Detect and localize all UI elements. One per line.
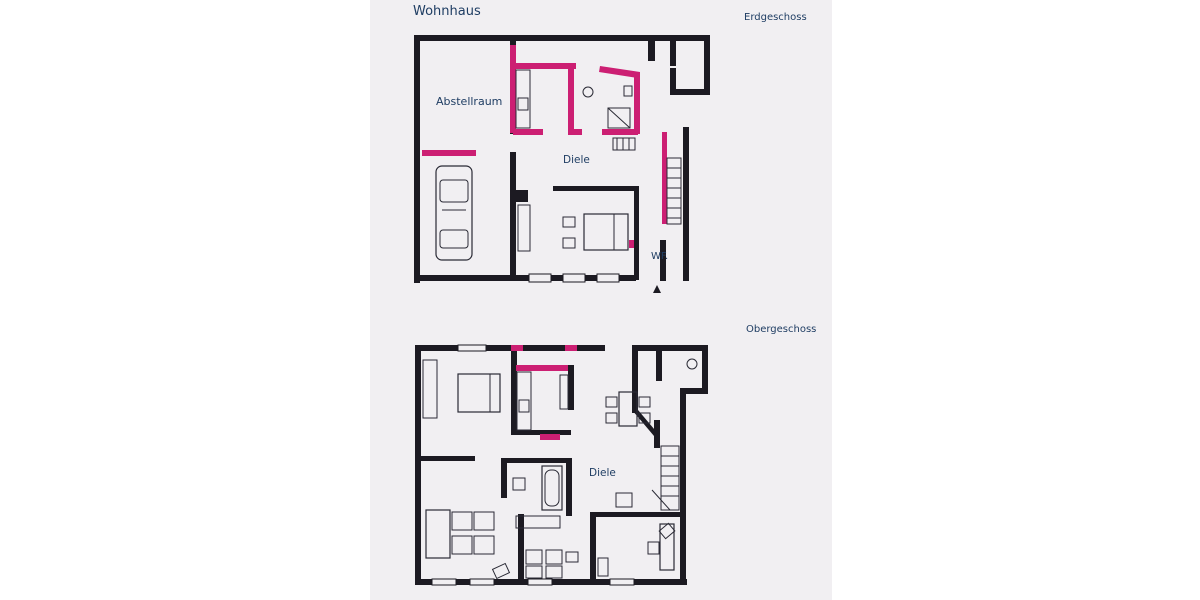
upper-wall-closet: [656, 345, 662, 381]
upper-window-5: [457, 344, 487, 352]
floor-plan-drawing: [414, 35, 710, 586]
upper-sideboard: [559, 374, 569, 410]
upper-wall-stair-left: [632, 345, 638, 413]
ground-toilet-icon: [582, 86, 594, 98]
ground-new-lintel-garage: [422, 150, 476, 156]
upper-wall-bath-left: [511, 345, 517, 435]
upper-wall-bath-bottom: [511, 430, 571, 435]
ground-wall-left: [414, 35, 420, 283]
ground-floor-plan: [414, 35, 710, 293]
ground-window-3: [596, 273, 620, 283]
upper-kitchen-counter: [516, 371, 532, 431]
upper-chairs-icon: [525, 549, 609, 579]
upper-wall-bath2-top: [501, 458, 569, 463]
ground-wall-top: [414, 35, 710, 41]
ground-floor-title: Erdgeschoss: [744, 12, 807, 23]
upper-wall-top-right: [632, 345, 708, 351]
ground-wall-right-lower: [683, 127, 689, 281]
entrance-arrow-icon: [653, 285, 661, 293]
upper-window-2: [469, 578, 495, 586]
upper-window-1: [431, 578, 457, 586]
upper-wall-right-upper: [702, 345, 708, 392]
upper-wall-center: [568, 365, 574, 410]
ground-new-wall-bath-diag: [599, 66, 640, 78]
ground-wall-garage-lower: [510, 152, 516, 278]
ground-shower-icon: [607, 107, 631, 129]
ground-new-wall-kitchen-top: [510, 63, 576, 69]
room-label-wf: WF.: [651, 251, 669, 262]
ground-new-wall-kitchen-bottom: [513, 129, 543, 135]
upper-new-wall-mid: [516, 365, 574, 371]
ground-new-wall-stair: [662, 132, 667, 224]
ground-new-wall-bath-right: [634, 72, 640, 134]
upper-floor-plan: [415, 344, 708, 586]
room-label-diele-ground: Diele: [563, 154, 590, 166]
upper-floor-title: Obergeschoss: [746, 324, 817, 335]
ground-window-1: [528, 273, 552, 283]
upper-wall-lower-right: [590, 512, 596, 582]
upper-wall-bath2-left: [501, 458, 507, 498]
upper-wall-left-room: [415, 456, 475, 461]
upper-wall-top-left: [415, 345, 605, 351]
upper-staircase-icon: [615, 445, 680, 511]
upper-bathtub-icon: [512, 465, 563, 529]
ground-new-wall-center-base: [568, 129, 582, 135]
ground-wall-entry-right: [660, 240, 666, 281]
upper-new-wall-bottom: [540, 434, 560, 440]
upper-wall-stair-col: [654, 420, 660, 448]
upper-toilet-icon: [686, 358, 698, 370]
upper-sofa-icon: [425, 509, 511, 580]
ground-wall-right-upper: [704, 35, 710, 95]
room-label-abstellraum: Abstellraum: [436, 95, 503, 108]
ground-wall-annex-bottom: [670, 89, 710, 95]
ground-wall-bedroom-right: [634, 186, 639, 280]
ground-wall-small-box: [670, 41, 676, 66]
ground-wall-small-top: [648, 41, 655, 61]
room-label-diele-upper: Diele: [589, 467, 616, 479]
upper-wall-bath2-right: [566, 458, 572, 516]
ground-kitchen-sink-icon: [517, 97, 529, 111]
upper-window-4: [609, 578, 635, 586]
upper-new-wall-top: [511, 345, 523, 351]
upper-window-3: [527, 578, 553, 586]
car-icon: [435, 165, 473, 261]
ground-bed-icon: [562, 213, 629, 251]
ground-basin-icon: [623, 85, 633, 97]
upper-wall-right-lower: [680, 388, 686, 585]
ground-new-wall-bedroom: [629, 240, 637, 248]
ground-new-wall-bath-bottom: [602, 129, 638, 135]
ground-new-wall-center: [568, 68, 574, 132]
upper-new-wall-top-right: [565, 345, 577, 351]
ground-staircase-icon: [612, 137, 682, 225]
ground-wall-bottom: [414, 275, 636, 281]
upper-kitchen-sink-icon: [518, 399, 530, 413]
document-title: Wohnhaus: [413, 4, 481, 19]
upper-wall-lower-divider: [590, 512, 680, 517]
ground-wall-chimney: [516, 190, 528, 202]
plan-sheet: Wohnhaus Erdgeschoss Obergeschoss Abstel…: [370, 0, 832, 600]
upper-wall-lower-mid: [518, 514, 524, 584]
upper-wall-left: [415, 345, 421, 585]
upper-wall-notch: [680, 388, 708, 394]
ground-wall-annex-side: [670, 68, 676, 95]
ground-cabinet: [517, 204, 531, 252]
ground-kitchen-counter: [515, 69, 531, 129]
ground-window-2: [562, 273, 586, 283]
ground-wall-diele-bottom: [553, 186, 637, 191]
ground-new-wall-kitchen-left: [510, 45, 516, 133]
upper-dining-table-icon: [605, 391, 651, 427]
upper-bed-icon: [422, 359, 501, 419]
upper-round-table-icon: [647, 522, 676, 571]
